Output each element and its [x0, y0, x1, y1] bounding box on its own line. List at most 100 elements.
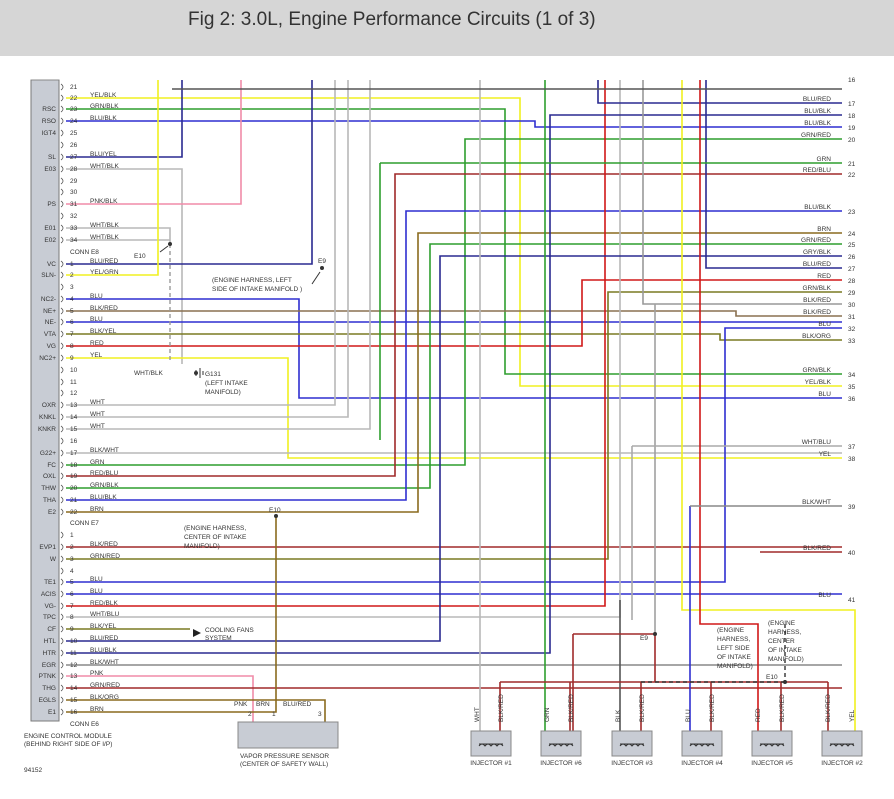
wire-layer [66, 80, 856, 738]
right-wire-number: 25 [848, 242, 856, 249]
pin-marker [60, 129, 64, 137]
pin-marker [60, 567, 64, 575]
ecm-pin-name: W [50, 556, 57, 563]
pin-marker [60, 354, 64, 362]
right-wire-color: BLK/RED [803, 297, 831, 304]
pin-wire-color: WHT/BLK [90, 222, 120, 229]
right-wire-color: BLU/BLK [804, 204, 831, 211]
pin-number: 11 [70, 379, 77, 386]
ecm-pin-name: VG- [44, 603, 56, 610]
pin-wire-color: GRN/BLK [90, 103, 119, 110]
pin-wire-color: BLU [90, 588, 103, 595]
ecm-pin-name: OXL [43, 473, 56, 480]
right-wire-number: 16 [848, 77, 856, 84]
wire-pnk-ptnk [66, 675, 254, 725]
wire-wht-blu-tpc [66, 80, 621, 618]
splice-e10-right [783, 680, 787, 684]
pin-number: 34 [70, 237, 78, 244]
wire-blu-red-vc [66, 80, 313, 265]
pin-wire-color: BLU/YEL [90, 151, 117, 158]
injector-coil-shape [619, 743, 645, 747]
right-wire-number: 35 [848, 384, 856, 391]
pin-number: 21 [70, 497, 78, 504]
right-wire-number: 40 [848, 550, 856, 557]
pin-marker [60, 401, 64, 409]
pin-wire-color: GRN/BLK [90, 482, 119, 489]
splice-desc: HARNESS, [717, 636, 750, 643]
pin-marker [60, 342, 64, 350]
splice-desc: LEFT SIDE [717, 645, 750, 652]
injector-wire-color: BLK [615, 709, 622, 722]
pin-number: 11 [70, 650, 77, 657]
pin-marker [60, 141, 64, 149]
right-wire-color: BLU [818, 321, 831, 328]
right-wire-number: 23 [848, 209, 856, 216]
pin-marker [60, 496, 64, 504]
right-wire-number: 33 [848, 338, 856, 345]
right-wire-number: 41 [848, 597, 856, 604]
pin-wire-color: YEL [90, 352, 103, 359]
pin-number: 9 [70, 355, 74, 362]
wire-wht-oxr [66, 80, 336, 406]
splice-desc: MANIFOLD) [717, 663, 753, 670]
pin-number: 5 [70, 579, 74, 586]
injector-label: INJECTOR #4 [681, 760, 723, 767]
ground-desc: MANIFOLD) [205, 389, 241, 396]
ecm-pin-name: E1 [48, 709, 56, 716]
right-wire-color: RED [817, 273, 831, 280]
wire-red-blu-oxl [66, 173, 842, 477]
pin-marker [60, 260, 64, 268]
right-wire-color: BLU/RED [803, 261, 831, 268]
right-wire-number: 36 [848, 396, 856, 403]
pin-marker [60, 613, 64, 621]
wire-blu-blk-tha [66, 210, 842, 501]
wire-brn-e2 [66, 232, 842, 513]
pin-wire-color: BLU [90, 576, 103, 583]
g131-wire-color: WHT/BLK [134, 370, 164, 377]
ecm-pin-name: E01 [44, 225, 56, 232]
pin-number: 33 [70, 225, 78, 232]
pin-wire-color: BLK/RED [90, 541, 118, 548]
wire-blu-blk [66, 120, 842, 128]
ecm-pin-name: ACIS [41, 591, 57, 598]
ground-desc: (LEFT INTAKE [205, 380, 248, 387]
pin-marker [60, 437, 64, 445]
connector-label: CONN E8 [70, 249, 99, 256]
right-wire-number: 26 [848, 254, 856, 261]
pin-marker [60, 330, 64, 338]
pin-number: 21 [70, 84, 78, 91]
right-wire-number: 32 [848, 326, 856, 333]
pin-marker [60, 590, 64, 598]
text-layer: YEL/BLKGRN/BLKBLU/BLKBLU/YELWHT/BLKPNK/B… [24, 77, 863, 774]
injector-label: INJECTOR #1 [470, 760, 512, 767]
pin-number: 15 [70, 697, 78, 704]
pin-wire-color: RED/BLK [90, 600, 118, 607]
pin-marker [60, 684, 64, 692]
wire-red-inj5 [699, 80, 759, 738]
pin-number: 18 [70, 462, 78, 469]
splice-desc: MANIFOLD) [768, 656, 804, 663]
pin-marker [60, 188, 64, 196]
ecm-label: (BEHIND RIGHT SIDE OF I/P) [24, 741, 112, 748]
injector-wire-color: BLK/RED [639, 694, 646, 722]
pin-wire-color: BLU/BLK [90, 115, 117, 122]
ground-symbol [195, 368, 204, 378]
pin-number: 13 [70, 673, 78, 680]
pin-marker [60, 117, 64, 125]
splice-desc: MANIFOLD) [184, 543, 220, 550]
pin-wire-color: YEL/BLK [90, 92, 117, 99]
pin-number: 19 [70, 473, 78, 480]
right-wire-color: GRN/RED [801, 132, 831, 139]
injector-wire-color: YEL [849, 709, 856, 722]
wire-red-vg [66, 279, 842, 347]
pin-marker [60, 153, 64, 161]
pin-marker [60, 105, 64, 113]
pin-wire-color: BLU/RED [90, 258, 118, 265]
splice-desc: OF INTAKE [768, 647, 802, 654]
right-wire-color: YEL [819, 451, 832, 458]
right-wire-color: BLK/ORG [802, 333, 831, 340]
right-wire-color: BLU [818, 391, 831, 398]
ecm-pin-name: VC [47, 261, 56, 268]
